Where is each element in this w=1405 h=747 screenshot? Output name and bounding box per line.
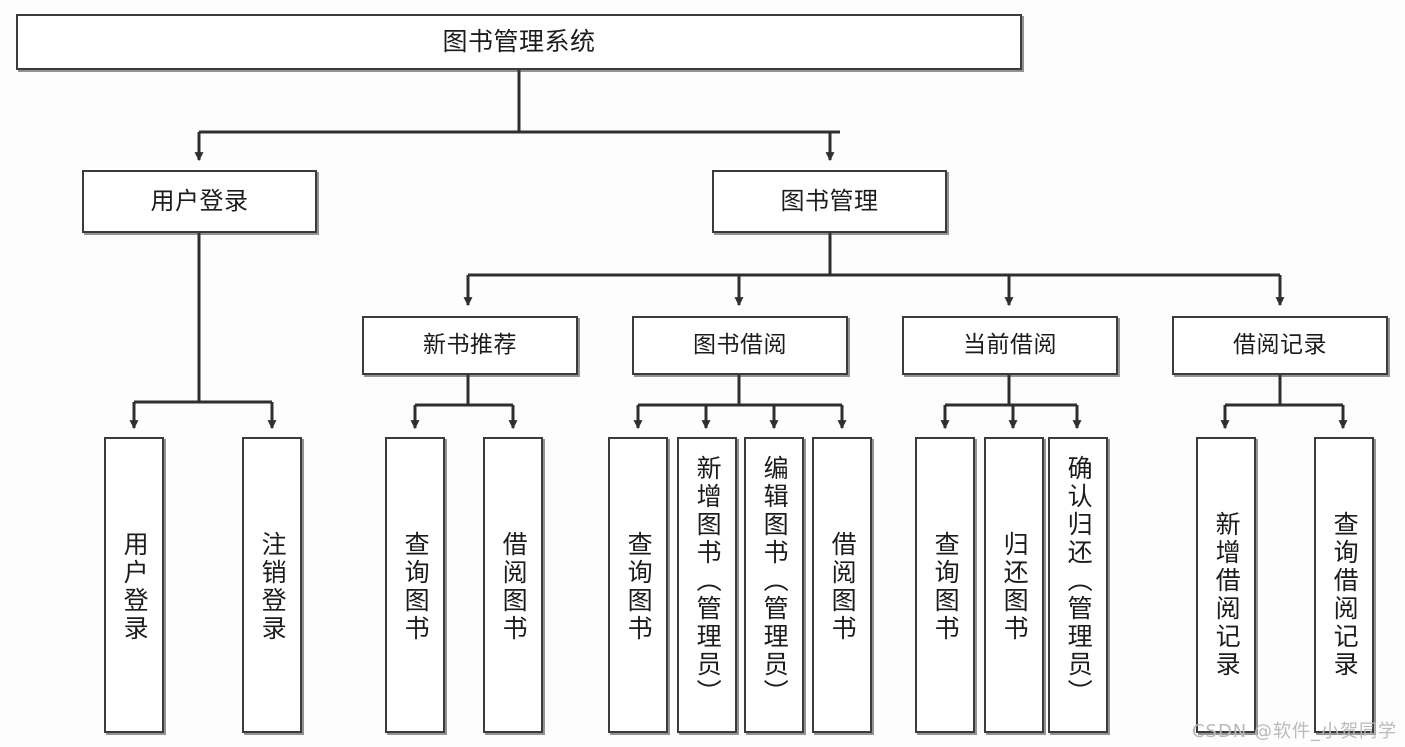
node-label: 借阅图书 [828,531,858,643]
node-leaf-query-book-3[interactable]: 查询图书 [915,437,975,733]
node-leaf-edit-book[interactable]: 编辑图书（管理员） [744,437,804,733]
node-leaf-return-book[interactable]: 归还图书 [984,437,1044,733]
node-leaf-query-book-1[interactable]: 查询图书 [385,437,445,733]
node-label: 新增图书（管理员） [693,455,723,707]
node-user-login[interactable]: 用户登录 [82,170,317,233]
node-label: 图书管理系统 [442,27,596,57]
node-label: 新书推荐 [423,331,517,358]
node-label: 查询借阅记录 [1330,511,1360,679]
node-leaf-borrow-book-1[interactable]: 借阅图书 [483,437,543,733]
node-label: 借阅图书 [499,531,529,643]
node-book-manage[interactable]: 图书管理 [712,170,947,233]
node-label: 用户登录 [150,187,249,216]
node-leaf-user-logout[interactable]: 注销登录 [242,437,302,733]
node-current-borrow[interactable]: 当前借阅 [902,316,1118,375]
watermark-text: CSDN @软件_小贺同学 [1191,721,1397,742]
node-borrow-record[interactable]: 借阅记录 [1172,316,1388,375]
node-label: 确认归还（管理员） [1064,455,1094,707]
node-label: 借阅记录 [1233,331,1327,358]
node-leaf-query-book-2[interactable]: 查询图书 [608,437,668,733]
node-label: 当前借阅 [963,331,1057,358]
node-leaf-add-book[interactable]: 新增图书（管理员） [677,437,737,733]
node-label: 编辑图书（管理员） [760,455,790,707]
node-label: 图书管理 [780,187,879,216]
node-root-book-management-system[interactable]: 图书管理系统 [16,14,1022,70]
node-new-book-recommend[interactable]: 新书推荐 [362,316,578,375]
node-label: 图书借阅 [693,331,787,358]
node-label: 注销登录 [258,531,288,643]
node-label: 归还图书 [1000,531,1030,643]
node-label: 查询图书 [931,531,961,643]
node-leaf-confirm-return[interactable]: 确认归还（管理员） [1048,437,1108,733]
node-book-borrow[interactable]: 图书借阅 [632,316,848,375]
node-label: 查询图书 [401,531,431,643]
node-label: 用户登录 [120,531,150,643]
node-leaf-query-record[interactable]: 查询借阅记录 [1314,437,1374,733]
node-leaf-add-record[interactable]: 新增借阅记录 [1196,437,1256,733]
node-leaf-user-login[interactable]: 用户登录 [104,437,164,733]
node-leaf-borrow-book-2[interactable]: 借阅图书 [812,437,872,733]
node-label: 新增借阅记录 [1212,511,1242,679]
node-label: 查询图书 [624,531,654,643]
